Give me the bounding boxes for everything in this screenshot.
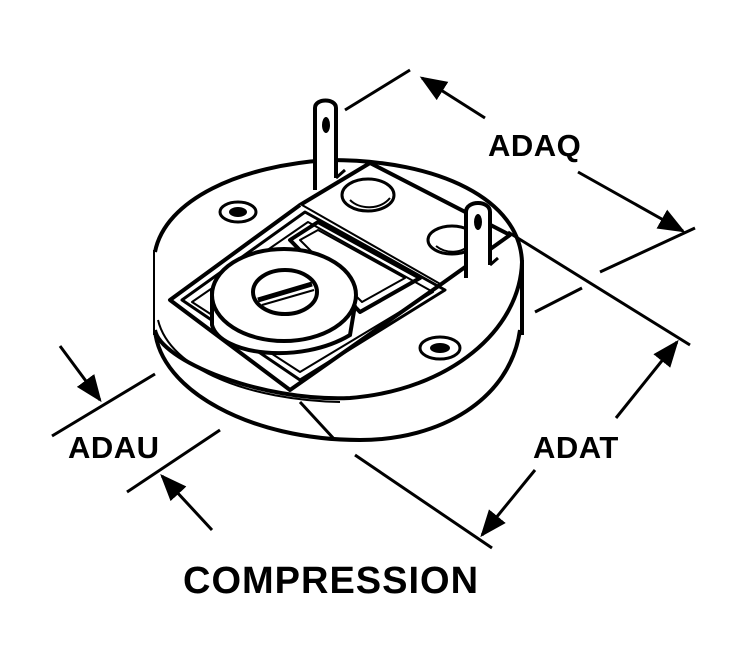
dimension-adaq xyxy=(344,68,696,274)
adat-leader-base xyxy=(298,400,337,442)
adat-extension-bottom xyxy=(354,453,493,550)
dimension-adat xyxy=(298,230,691,550)
adau-extension-top xyxy=(51,372,156,438)
adat-extension-top xyxy=(507,230,691,347)
mounting-holes xyxy=(218,200,462,361)
knob-screw-slot-edge xyxy=(261,289,315,306)
mounting-hole-right xyxy=(418,335,462,361)
adau-extension-bottom xyxy=(126,428,221,494)
knob-screw-slot xyxy=(257,281,313,303)
dimension-adau xyxy=(51,345,221,532)
adaq-extension-top xyxy=(344,68,411,112)
adat-extension-mid xyxy=(534,286,583,314)
terminal-left-hole xyxy=(322,117,330,133)
adau-arrow-bottom xyxy=(160,474,214,532)
label-adaq: ADAQ xyxy=(488,128,582,163)
adaq-arrow-bottom xyxy=(577,170,686,233)
label-adau: ADAU xyxy=(68,430,160,465)
adat-arrow-bottom xyxy=(480,469,537,538)
adat-arrow-top xyxy=(614,339,679,419)
adaq-extension-bottom xyxy=(599,226,696,274)
adjustment-knob xyxy=(210,247,358,356)
terminal-right xyxy=(464,201,499,278)
mounting-hole-left xyxy=(218,200,258,224)
disk-bottom-edge xyxy=(153,329,522,443)
label-adat: ADAT xyxy=(533,430,619,465)
adau-arrow-top xyxy=(58,345,102,403)
disk-rim xyxy=(157,319,341,403)
terminal-right-hole xyxy=(474,214,482,230)
housing-bump-left xyxy=(340,177,396,213)
terminal-left xyxy=(313,98,346,190)
adaq-arrow-top xyxy=(419,76,486,120)
diagram-caption: COMPRESSION xyxy=(183,560,480,602)
